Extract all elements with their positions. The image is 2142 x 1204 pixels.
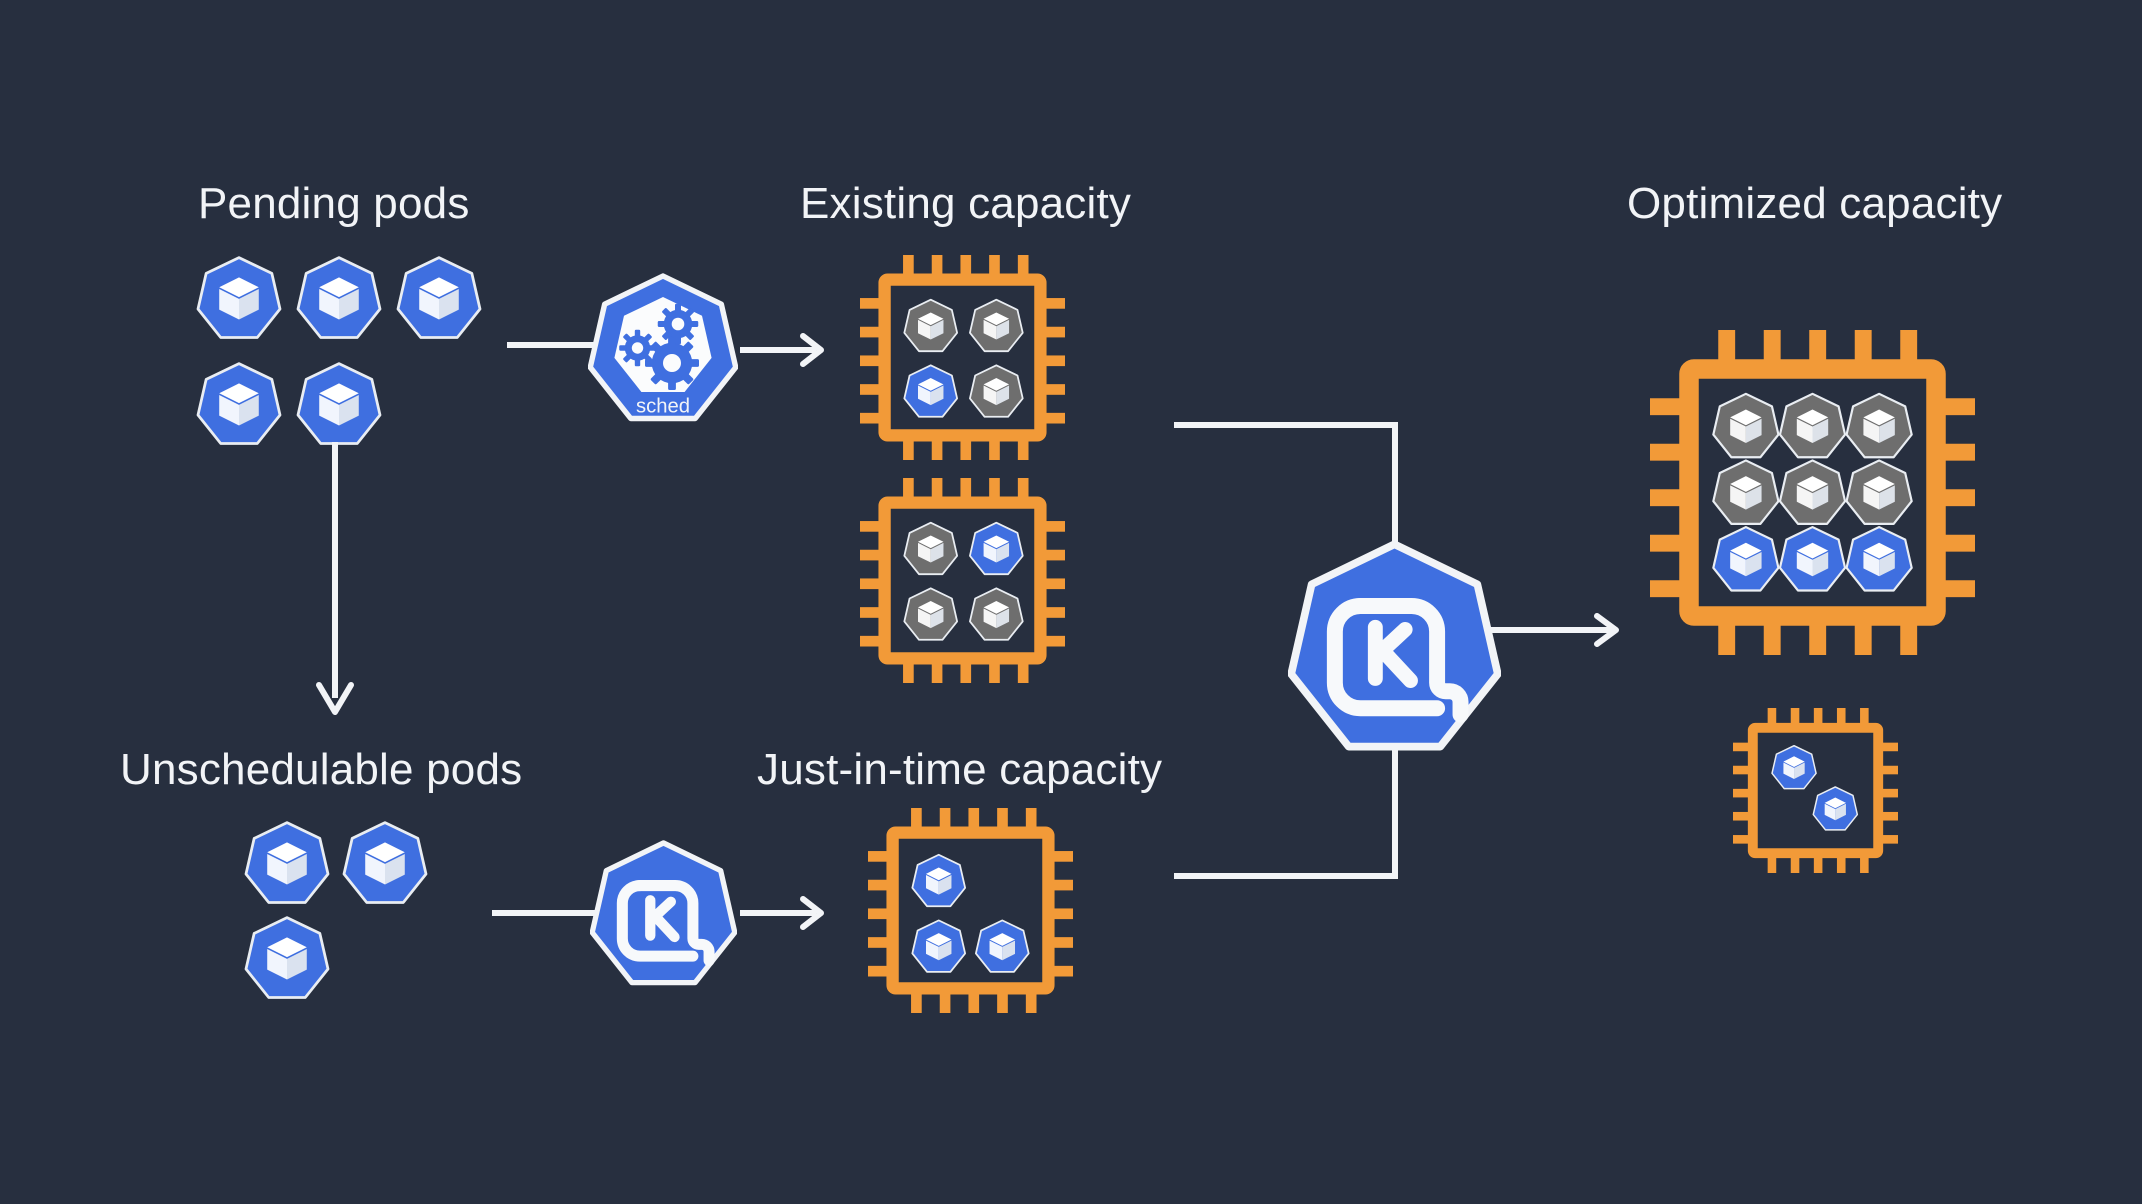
cpu-chip-icon [868, 808, 1073, 1013]
existing-capacity-node-2[interactable] [860, 478, 1065, 683]
karpenter-logo-icon [590, 840, 737, 987]
scheduler-caption: sched [636, 396, 690, 418]
arrow-line [492, 910, 598, 916]
existing-capacity-node-1[interactable] [860, 255, 1065, 460]
connector-unschedulable-to-karpenter [490, 898, 600, 928]
unschedulable-pods-label: Unschedulable pods [120, 745, 523, 794]
arrow-right-icon [740, 333, 824, 367]
kubernetes-pod-icon [196, 256, 282, 339]
unschedulable-pods-group [238, 820, 458, 1020]
kubernetes-pod-icon [396, 256, 482, 339]
connector-karpenter-to-optimized [1487, 610, 1627, 650]
optimized-capacity-node-large[interactable] [1650, 330, 1975, 655]
scheduler-gears-icon: sched [588, 273, 738, 441]
pending-pods-group [190, 255, 490, 455]
existing-capacity-label: Existing capacity [800, 179, 1132, 228]
arrow-down-icon [316, 442, 354, 715]
cpu-chip-icon [860, 255, 1065, 460]
optimized-capacity-label: Optimized capacity [1627, 179, 2003, 228]
connector-pending-to-unschedulable [305, 440, 365, 720]
karpenter-logo-icon [1288, 540, 1501, 753]
connector-scheduler-to-existing [740, 330, 830, 370]
cpu-chip-icon [860, 478, 1065, 683]
kubernetes-pod-icon [342, 821, 428, 904]
kubernetes-pod-icon [244, 821, 330, 904]
connector-karpenter-to-jit-capacity [740, 893, 830, 933]
kubernetes-pod-icon [244, 916, 330, 999]
optimized-capacity-node-small[interactable] [1733, 708, 1898, 873]
kubernetes-pod-icon [296, 362, 382, 445]
arrow-right-icon [1487, 613, 1619, 647]
cpu-chip-icon [1650, 330, 1975, 655]
jit-capacity-node[interactable] [868, 808, 1073, 1013]
kube-scheduler-node[interactable]: sched [588, 273, 738, 441]
connector-capacity-to-consolidation [1174, 415, 1435, 885]
elbow-connectors [1174, 422, 1398, 879]
kubernetes-pod-icon [296, 256, 382, 339]
karpenter-consolidation-node[interactable] [1288, 540, 1501, 753]
cpu-chip-icon [1733, 708, 1898, 873]
pending-pods-label: Pending pods [198, 179, 470, 228]
arrow-right-icon [740, 896, 824, 930]
karpenter-jit-node[interactable] [590, 840, 737, 987]
unschedulable-pods-icons [244, 821, 428, 999]
pending-pods-icons [196, 256, 482, 445]
jit-capacity-label: Just-in-time capacity [757, 745, 1163, 794]
kubernetes-pod-icon [196, 362, 282, 445]
